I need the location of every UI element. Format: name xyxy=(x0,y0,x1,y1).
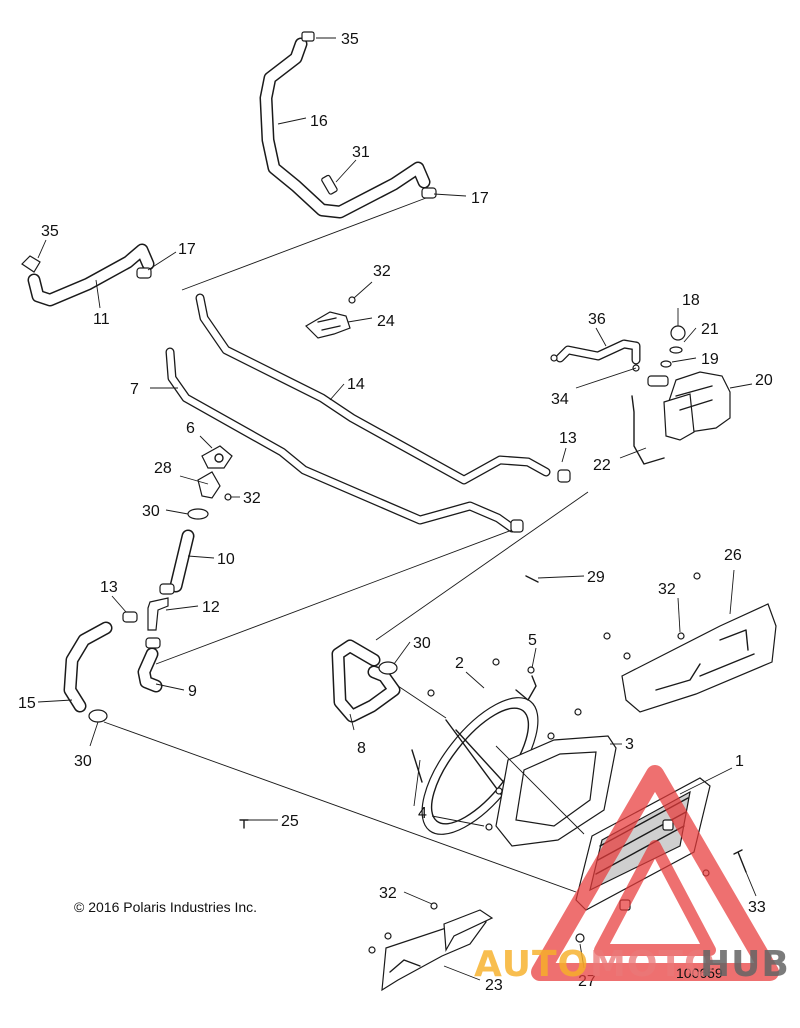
callout-1: 1 xyxy=(735,753,744,770)
hose-16 xyxy=(259,31,437,219)
callout-22: 22 xyxy=(593,457,611,474)
callout-10: 10 xyxy=(217,551,235,568)
callout-17-top: 17 xyxy=(471,190,489,207)
bracket-26 xyxy=(603,572,777,713)
clamp-30-b xyxy=(88,709,108,723)
callout-32-right: 32 xyxy=(658,581,676,598)
elbow-hose-9 xyxy=(137,647,163,693)
coolant-reservoir xyxy=(550,325,731,465)
callout-25: 25 xyxy=(281,813,299,830)
callout-23: 23 xyxy=(485,977,503,994)
callout-4: 4 xyxy=(418,805,427,822)
callout-29: 29 xyxy=(587,569,605,586)
callout-34: 34 xyxy=(551,391,569,408)
clamp-13-c xyxy=(159,583,175,595)
callout-5: 5 xyxy=(528,632,537,649)
watermark-text-moto: MOTO xyxy=(590,944,716,985)
clamp-35-left xyxy=(21,255,41,273)
tube-7 xyxy=(165,347,517,533)
callout-labels: 35 16 31 17 35 17 11 32 24 7 14 36 18 21… xyxy=(18,31,773,994)
callout-14: 14 xyxy=(347,376,365,393)
hose-11 xyxy=(21,243,155,307)
callout-9: 9 xyxy=(188,683,197,700)
tee-fitting-12 xyxy=(147,597,169,631)
callout-2: 2 xyxy=(455,655,464,672)
callout-18: 18 xyxy=(682,292,700,309)
callout-15: 15 xyxy=(18,695,36,712)
fan-shroud-3 xyxy=(495,735,617,847)
bracket-23 xyxy=(368,909,494,992)
callout-8: 8 xyxy=(357,740,366,757)
bracket-24 xyxy=(305,296,356,339)
watermark-text-hub: HUB xyxy=(700,944,790,985)
callout-31: 31 xyxy=(352,144,370,161)
watermark-text-auto: AUTO xyxy=(474,944,590,985)
clamp-13-a xyxy=(510,519,524,533)
callout-32-lower: 32 xyxy=(379,885,397,902)
hose-10 xyxy=(169,529,195,593)
callout-35-top: 35 xyxy=(341,31,359,48)
callout-17-left: 17 xyxy=(178,241,196,258)
callout-30-upper: 30 xyxy=(142,503,160,520)
callout-13-upper: 13 xyxy=(559,430,577,447)
callout-30-mid: 30 xyxy=(413,635,431,652)
watermark-logo xyxy=(531,765,779,981)
clamp-13-e xyxy=(145,637,161,649)
clamp-35-top xyxy=(301,31,315,42)
hose-8 xyxy=(331,639,401,723)
hose-15 xyxy=(63,621,113,713)
clamp-17-top xyxy=(421,187,437,199)
callout-12: 12 xyxy=(202,599,220,616)
clamp-13-b xyxy=(557,469,571,483)
filler-neck-28 xyxy=(197,471,232,501)
callout-36: 36 xyxy=(588,311,606,328)
callout-16: 16 xyxy=(310,113,328,130)
clamp-13-d xyxy=(122,611,138,623)
callout-19: 19 xyxy=(701,351,719,368)
callout-20: 20 xyxy=(755,372,773,389)
leader-lines xyxy=(37,37,757,981)
callout-7: 7 xyxy=(130,381,139,398)
clamp-30-a xyxy=(187,508,209,520)
clamp-17-left xyxy=(136,267,152,279)
tube-14 xyxy=(195,293,551,485)
drawing-number: 100659 xyxy=(676,965,723,981)
callout-13-left: 13 xyxy=(100,579,118,596)
callout-6: 6 xyxy=(186,420,195,437)
callout-33: 33 xyxy=(748,899,766,916)
callout-35-left: 35 xyxy=(41,223,59,240)
callout-30-lower: 30 xyxy=(74,753,92,770)
callout-21: 21 xyxy=(701,321,719,338)
clamp-30-c xyxy=(378,661,398,675)
callout-11: 11 xyxy=(93,311,110,328)
radiator-cap-6 xyxy=(201,445,233,469)
callout-32-upper: 32 xyxy=(373,263,391,280)
callout-24: 24 xyxy=(377,313,395,330)
callout-32-mid: 32 xyxy=(243,490,261,507)
callout-28: 28 xyxy=(154,460,172,477)
fitting-31 xyxy=(321,174,338,195)
callout-26: 26 xyxy=(724,547,742,564)
copyright-notice: © 2016 Polaris Industries Inc. xyxy=(74,899,258,915)
callout-3: 3 xyxy=(625,736,634,753)
